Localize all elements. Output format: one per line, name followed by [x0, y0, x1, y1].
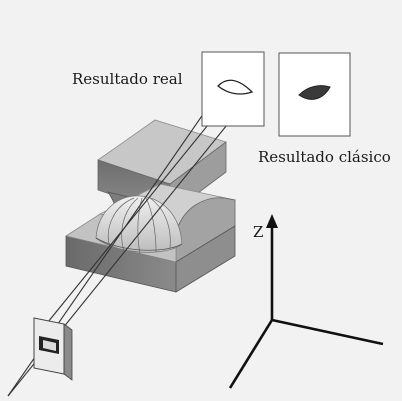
- workpiece-right-wall: [175, 197, 236, 263]
- beam-ray-3: [34, 87, 239, 339]
- x-axis-line: [271, 318, 384, 346]
- dome-meridian-lines: [107, 197, 171, 255]
- aperture-frame-side: [63, 323, 73, 381]
- real-result-panel: [201, 51, 265, 127]
- classic-result-shape: [298, 85, 331, 100]
- y-axis-line: [228, 319, 274, 389]
- z-axis-label: Z: [253, 223, 264, 241]
- aperture-frame-hole: [43, 340, 56, 351]
- z-axis-arrowhead: [266, 214, 278, 228]
- classic-result-panel: [278, 52, 351, 137]
- aperture-frame: [33, 317, 73, 381]
- dome-rim-line: [95, 237, 183, 251]
- real-result-label: Resultado real: [72, 70, 183, 88]
- real-result-shape: [217, 79, 254, 95]
- classic-result-label: Resultado clásico: [258, 148, 391, 166]
- coordinate-axes: [228, 224, 384, 389]
- workpiece-side: [175, 225, 236, 293]
